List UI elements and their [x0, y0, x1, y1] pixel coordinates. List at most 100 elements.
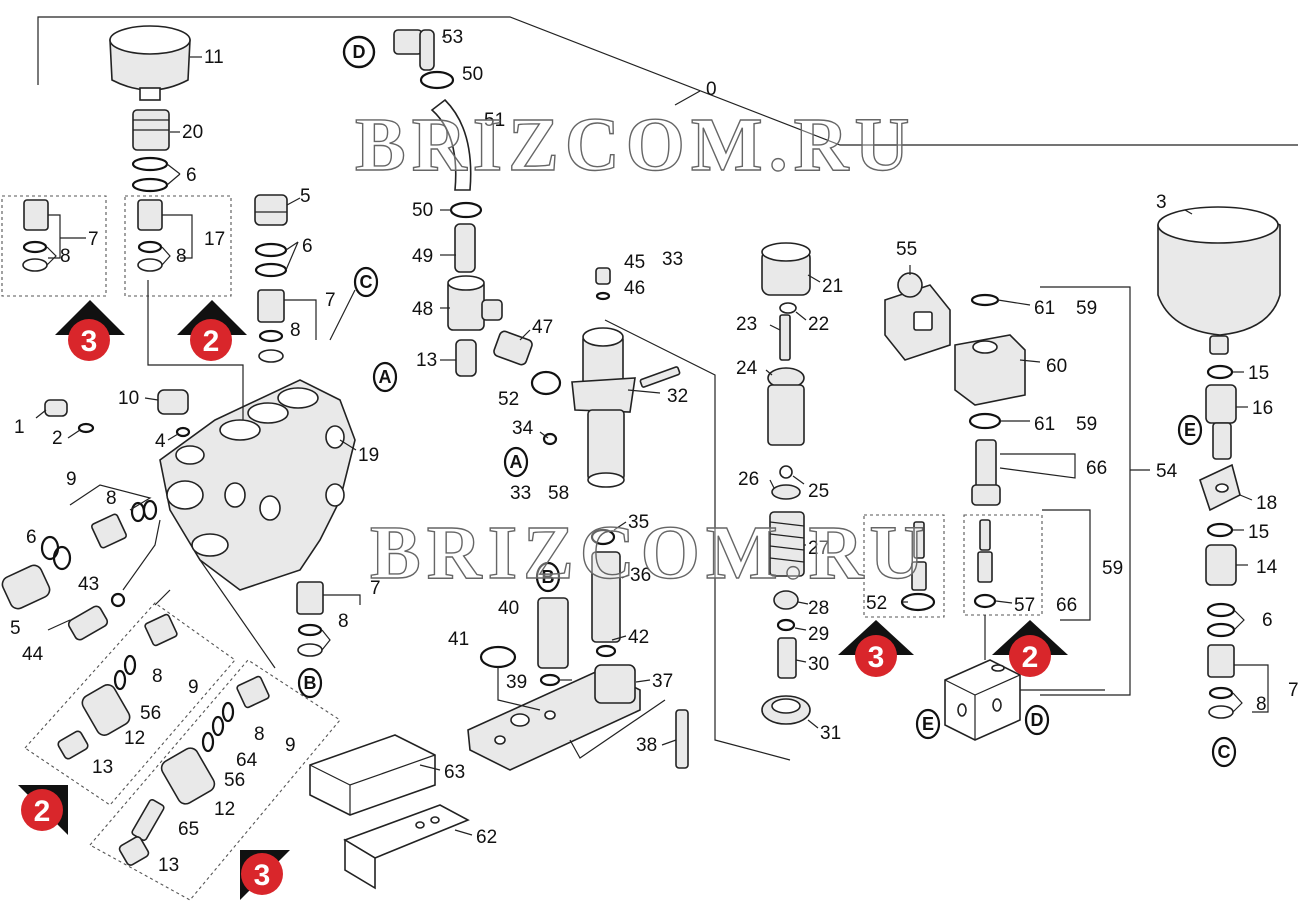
kit-box-52 — [863, 514, 945, 618]
label-9: 9 — [66, 469, 77, 490]
label-51: 51 — [484, 110, 505, 131]
label-30: 30 — [808, 654, 829, 675]
part-61-ring-top — [970, 293, 1000, 307]
label-45: 45 — [624, 252, 645, 273]
kit-box-17 — [124, 195, 232, 297]
label-8: 8 — [1256, 694, 1267, 715]
svg-text:D: D — [353, 42, 366, 62]
callout-e-block: E — [915, 708, 941, 740]
label-7: 7 — [88, 229, 99, 250]
part-16-fitting — [1205, 384, 1237, 460]
svg-text:2: 2 — [203, 325, 220, 358]
part-11-pressure-gauge — [109, 25, 191, 101]
badge-two-right: 2 — [992, 620, 1068, 677]
svg-text:C: C — [1218, 742, 1231, 762]
label-52: 52 — [866, 593, 887, 614]
callout-c-right: C — [1211, 736, 1237, 768]
kit-box-57 — [963, 514, 1043, 616]
label-57: 57 — [1014, 595, 1035, 616]
label-14: 14 — [1256, 557, 1278, 578]
part-20-adapter — [132, 109, 170, 151]
label-4: 4 — [155, 431, 166, 452]
part-50-clamp-2 — [449, 201, 483, 219]
label-27: 27 — [808, 538, 829, 559]
frame-line — [37, 16, 1298, 146]
svg-text:2: 2 — [34, 795, 51, 828]
label-46: 46 — [624, 278, 645, 299]
kit-right-parts — [118, 675, 270, 866]
svg-text:E: E — [1184, 420, 1196, 440]
badge-three-upper-left: 3 — [55, 300, 125, 361]
part-46-ring — [595, 291, 611, 301]
badge-three-lower-center: 3 — [240, 850, 290, 900]
part-43-o-ring — [110, 592, 126, 608]
leader-0 — [674, 90, 701, 106]
o-ring — [1206, 602, 1236, 618]
valve-lower-7 — [296, 581, 361, 657]
part-23-pin — [779, 314, 791, 361]
label-39: 39 — [506, 672, 527, 693]
callout-a-unloader: A — [503, 446, 529, 478]
label-8: 8 — [106, 488, 117, 509]
part-28-cap — [773, 590, 799, 610]
label-62: 62 — [476, 827, 497, 848]
o-ring — [40, 535, 60, 561]
kit-66-spring — [979, 519, 991, 551]
part-55-connector — [884, 272, 951, 361]
label-44: 44 — [22, 644, 44, 665]
o-ring — [254, 262, 288, 278]
label-28: 28 — [808, 598, 829, 619]
part-22-washer — [779, 302, 797, 314]
part-40-sleeve — [537, 597, 569, 669]
seal-ring — [131, 156, 169, 172]
label-31: 31 — [820, 723, 841, 744]
svg-text:B: B — [542, 567, 555, 587]
valve-right-7 — [1207, 644, 1269, 719]
label-42: 42 — [628, 627, 649, 648]
callout-a-block: A — [372, 361, 398, 393]
label-13: 13 — [158, 855, 179, 876]
label-8: 8 — [152, 666, 163, 687]
label-63: 63 — [444, 762, 465, 783]
part-36-piston — [591, 551, 621, 643]
label-19: 19 — [358, 445, 379, 466]
kit-left-parts — [57, 613, 178, 760]
o-ring — [131, 177, 169, 193]
label-2: 2 — [52, 428, 63, 449]
label-15: 15 — [1248, 522, 1269, 543]
label-56: 56 — [224, 770, 245, 791]
label-50: 50 — [412, 200, 433, 221]
label-15: 15 — [1248, 363, 1269, 384]
part-62-bracket — [343, 804, 470, 890]
valve-left-1 — [22, 199, 86, 272]
label-18: 18 — [1256, 493, 1277, 514]
label-48: 48 — [412, 299, 433, 320]
label-56: 56 — [140, 703, 161, 724]
part-41-o-ring — [479, 645, 517, 669]
part-48-tee — [447, 275, 503, 331]
label-58: 58 — [548, 483, 569, 504]
label-59: 59 — [1076, 298, 1097, 319]
part-63-tray — [309, 734, 436, 816]
part-18-banjo — [1199, 463, 1241, 512]
part-31-nut — [761, 695, 811, 725]
label-66: 66 — [1086, 458, 1107, 479]
kit-66-pin — [977, 551, 993, 583]
label-8: 8 — [338, 611, 349, 632]
label-6: 6 — [1262, 610, 1273, 631]
label-10: 10 — [118, 388, 139, 409]
label-7: 7 — [1288, 680, 1299, 701]
part-50-clamp — [419, 70, 455, 90]
kit-52-spring — [913, 521, 925, 559]
svg-text:C: C — [360, 272, 373, 292]
part-30-stem — [777, 637, 797, 679]
part-5-plug-left — [1, 564, 51, 610]
badge-two-lower-left: 2 — [18, 785, 68, 835]
leaders — [35, 36, 1253, 836]
label-38: 38 — [636, 735, 657, 756]
part-10-plug — [157, 389, 189, 415]
label-24: 24 — [736, 358, 758, 379]
part-25-ball — [779, 465, 793, 479]
valve-left-2 — [137, 199, 193, 272]
